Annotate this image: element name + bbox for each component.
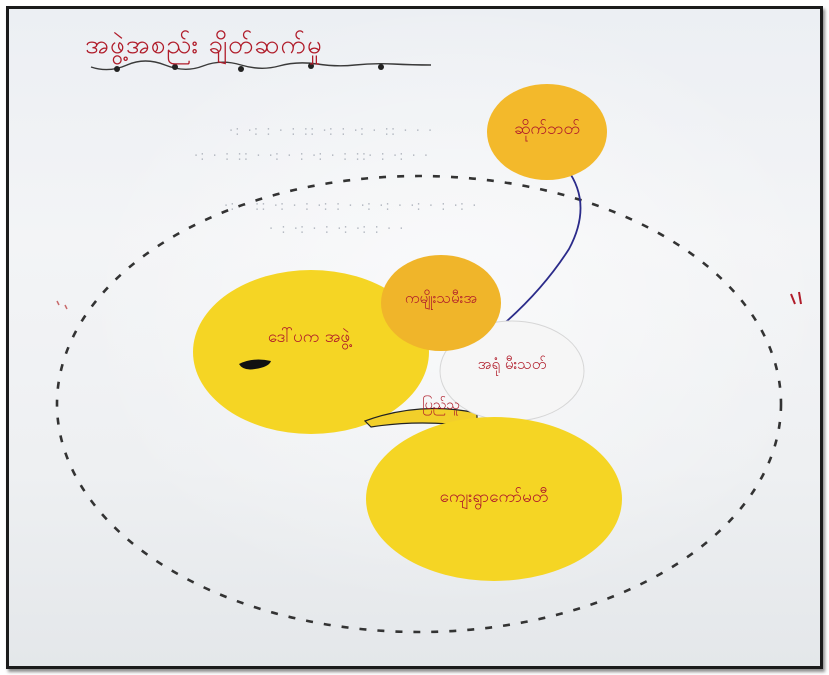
title-underline xyxy=(90,60,432,71)
circle-left-big xyxy=(193,270,429,434)
faded-writing: ·: · :: ·: · : ·: : · ·: ·: · ·: · : ·: … xyxy=(224,199,479,214)
label-orange: ကမျိုးသမီးအ xyxy=(404,289,478,307)
faded-writing: ·: ·: : · : :: ·: : ·: · :: · · · xyxy=(229,124,435,139)
label-top: ဆိုက်ဘတ် xyxy=(514,119,580,139)
label-white: အရုံ မီးသတ် xyxy=(477,355,547,373)
label-bridge: ပြည်သူ xyxy=(422,397,460,413)
edge-mark xyxy=(790,291,802,305)
diagram-title: အဖွဲ့အစည်း ချိတ်ဆက်မှု xyxy=(85,30,323,60)
underline-stars xyxy=(114,63,384,72)
label-bottom: ကျေးရွာကော်မတီ xyxy=(439,487,549,507)
faded-writing: ·: · : :: · ·: · : ·: · : ::· : ·: · · xyxy=(194,149,430,164)
circle-top xyxy=(487,84,607,180)
label-left-big: ဒေါ်ပက အဖွဲ့ xyxy=(267,327,351,347)
link-line xyxy=(482,168,582,342)
diagram-canvas xyxy=(55,60,802,634)
community-boundary xyxy=(55,174,783,634)
marker-smudge xyxy=(239,359,271,370)
circle-orange xyxy=(381,255,501,351)
faded-writing: · : ·: · : ·: ·: : · · xyxy=(269,222,406,237)
edge-mark-left xyxy=(56,300,68,310)
circle-bottom xyxy=(366,417,622,581)
whiteboard-photo: ·: ·: : · : :: ·: : ·: · :: · · · ·: · :… xyxy=(6,6,823,669)
